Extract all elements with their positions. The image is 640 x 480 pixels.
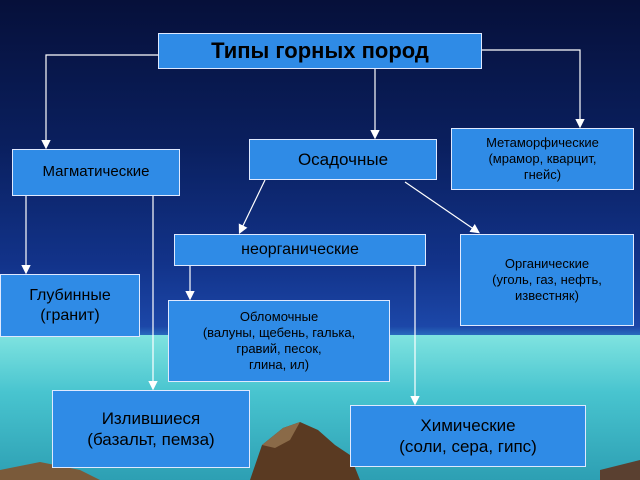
metamorphic-line-3: гнейс) [523, 167, 562, 183]
organic-box: Органические (уголь, газ, нефть, известн… [460, 234, 634, 326]
deep-line-2: (гранит) [40, 306, 100, 324]
arrow-sedimentary-to-organic [404, 181, 480, 234]
metamorphic-line-2: (мрамор, кварцит, [488, 150, 597, 166]
clastic-box: Обломочные (валуны, щебень, галька, грав… [168, 300, 390, 382]
organic-line-1: Органические [504, 255, 590, 271]
inorganic-text: неорганические [241, 241, 359, 258]
chemical-line-2: (соли, сера, гипс) [399, 437, 537, 456]
deep-box: Глубинные (гранит) [0, 274, 140, 337]
arrow-title-to-magmatic [41, 54, 158, 150]
effusive-line-2: (базальт, пемза) [87, 430, 215, 449]
chemical-box: Химические (соли, сера, гипс) [350, 405, 586, 467]
title-box: Типы горных пород [158, 33, 482, 69]
title-text: Типы горных пород [211, 38, 429, 64]
magmatic-text: Магматические [42, 163, 150, 181]
chemical-line-1: Химические [420, 415, 516, 435]
magmatic-box: Магматические [12, 149, 180, 196]
sedimentary-text: Осадочные [297, 149, 389, 169]
metamorphic-box: Метаморфические (мрамор, кварцит, гнейс) [451, 128, 634, 190]
organic-line-2: (уголь, газ, нефть, [492, 271, 602, 287]
deep-line-1: Глубинные [29, 286, 111, 304]
clastic-line-4: глина, ил) [248, 357, 310, 373]
arrow-sedimentary-to-inorganic [238, 179, 266, 235]
organic-line-3: известняк) [515, 288, 579, 304]
effusive-box: Излившиеся (базальт, пемза) [52, 390, 250, 468]
effusive-line-1: Излившиеся [101, 408, 201, 428]
metamorphic-line-1: Метаморфические [486, 134, 599, 150]
clastic-line-1: Обломочные [239, 308, 319, 324]
clastic-line-3: гравий, песок, [236, 341, 322, 356]
inorganic-box: неорганические [174, 234, 426, 266]
clastic-line-2: (валуны, щебень, галька, [202, 324, 356, 340]
arrow-title-to-metamorphic [482, 49, 585, 129]
sedimentary-box: Осадочные [249, 139, 437, 180]
